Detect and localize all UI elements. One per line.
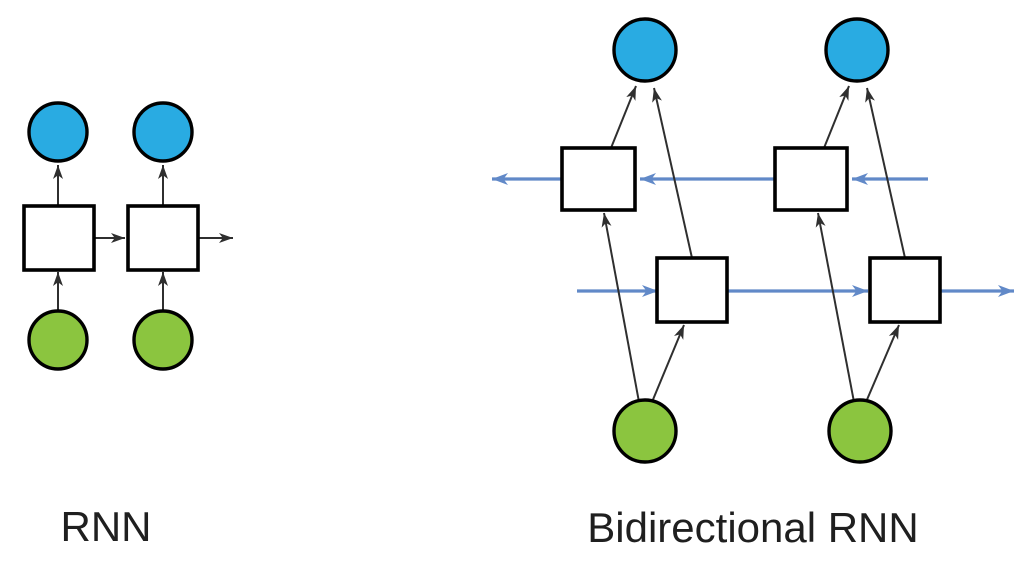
rnn-input-node-1 <box>27 309 89 371</box>
brnn-edge-input2-to-backward2 <box>815 212 855 403</box>
brnn-output-node-2 <box>824 17 890 83</box>
brnn-forward-hidden-node-1 <box>655 256 729 324</box>
brnn-input-node-1 <box>612 398 678 464</box>
rnn-diagram <box>22 101 233 371</box>
brnn-edge-input1-to-forward1 <box>651 324 685 403</box>
bidirectional-rnn-label: Bidirectional RNN <box>587 504 918 551</box>
brnn-input-node-2 <box>827 398 893 464</box>
rnn-hidden-node-2 <box>126 204 200 272</box>
brnn-forward-hidden-node-2 <box>868 256 942 324</box>
brnn-edge-forward1-to-output1 <box>652 87 693 259</box>
brnn-edge-backward1-to-output1 <box>610 85 637 149</box>
brnn-output-node-1 <box>612 17 678 83</box>
bidirectional-rnn-diagram <box>492 17 1014 464</box>
rnn-output-node-1 <box>27 101 89 163</box>
rnn-output-node-2 <box>132 101 194 163</box>
brnn-edge-input1-to-backward1 <box>601 212 640 403</box>
rnn-label: RNN <box>61 503 152 550</box>
rnn-hidden-node-1 <box>22 204 96 272</box>
brnn-edge-forward2-to-output2 <box>865 87 906 259</box>
brnn-edge-backward2-to-output2 <box>823 85 850 149</box>
brnn-edge-input2-to-forward2 <box>865 324 900 403</box>
rnn-input-node-2 <box>132 309 194 371</box>
brnn-backward-hidden-node-2 <box>773 146 849 212</box>
brnn-backward-hidden-node-1 <box>560 146 637 212</box>
